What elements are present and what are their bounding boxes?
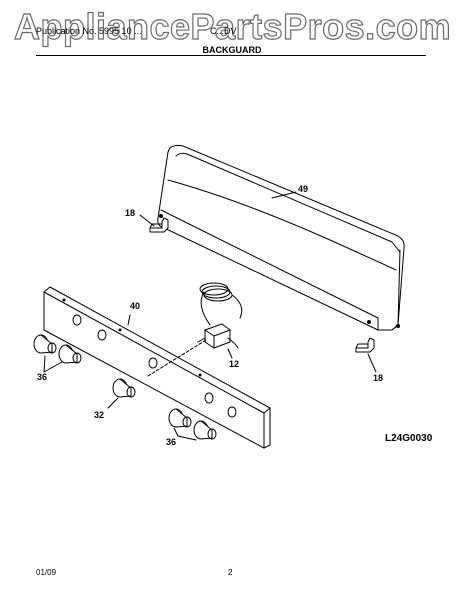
callout-18-right: 18	[373, 373, 383, 383]
header-rule	[36, 55, 426, 56]
watermark-logo: AppliancePartsPros.com	[13, 5, 452, 47]
publication-header: Publication No. 5995 10 ...	[36, 26, 142, 36]
model-header: C...DV	[210, 26, 237, 36]
callout-32: 32	[94, 410, 104, 420]
leader-49	[271, 191, 297, 199]
backguard-panel[interactable]	[157, 144, 405, 331]
page-number: 2	[228, 568, 233, 577]
leader-18-right	[367, 353, 377, 373]
knob-right-2[interactable]	[193, 420, 217, 440]
leader-18-left	[139, 214, 155, 227]
callout-40: 40	[130, 301, 140, 311]
bracket-right[interactable]	[355, 337, 375, 353]
knob-left-2[interactable]	[58, 344, 82, 364]
knob-right-1[interactable]	[168, 408, 192, 428]
oven-valve[interactable]	[197, 282, 243, 349]
callout-12: 12	[229, 359, 239, 369]
callout-18-left: 18	[125, 208, 135, 218]
callout-36-left: 36	[37, 372, 47, 382]
callout-49: 49	[298, 184, 308, 194]
leader-32	[107, 397, 119, 409]
diagram-id: L24G0030	[385, 433, 433, 444]
knob-center[interactable]	[112, 378, 136, 398]
section-title: BACKGUARD	[202, 45, 262, 55]
valve-axis-line	[147, 339, 207, 377]
leader-36-right-b	[177, 435, 197, 441]
leader-12	[227, 348, 233, 359]
footer-date: 01/09	[36, 568, 57, 577]
knob-left-1[interactable]	[33, 334, 57, 354]
leader-40	[127, 314, 131, 326]
callout-36-right: 36	[166, 437, 176, 447]
leader-36-left-b	[43, 361, 63, 373]
leader-36-left-a	[43, 355, 46, 373]
leader-36-right-a	[173, 427, 179, 437]
manifold-panel[interactable]	[43, 286, 271, 449]
